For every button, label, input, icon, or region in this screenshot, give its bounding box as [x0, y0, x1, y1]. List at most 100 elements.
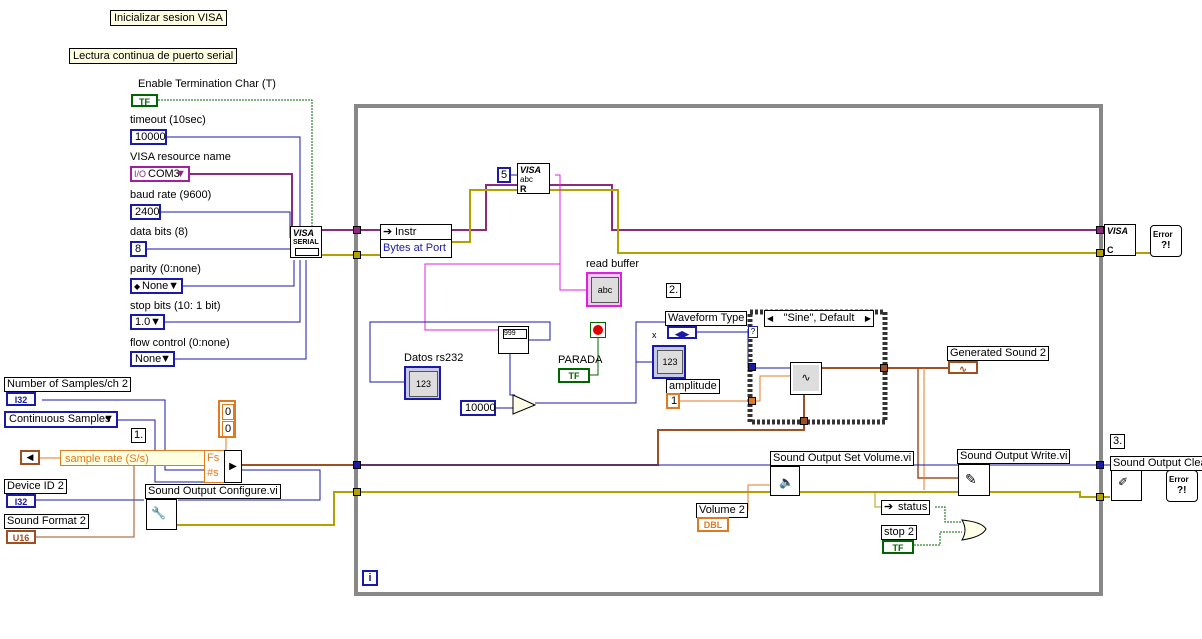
- property-node[interactable]: ➔ Instr Bytes at Port: [380, 224, 452, 258]
- while-loop-frame: [354, 104, 1103, 596]
- warning-icon: ?!: [1161, 240, 1171, 251]
- stopbits-control[interactable]: 1.0 ▼: [130, 314, 165, 330]
- case-tunnel-in: [748, 363, 756, 371]
- visa-icon: VISA: [520, 165, 542, 175]
- scan-from-string-node[interactable]: 999: [498, 326, 529, 354]
- datos-indicator[interactable]: 123: [404, 366, 441, 400]
- databits-label: data bits (8): [130, 226, 189, 238]
- mode-value: Continuous Samples: [9, 413, 111, 425]
- continuous-read-comment: Lectura continua de puerto serial: [69, 48, 238, 64]
- arrow-right-icon: ➔: [383, 226, 393, 238]
- error-tunnel-out: [1096, 249, 1104, 257]
- resource-control[interactable]: I/O COM3 ▼: [130, 166, 190, 182]
- stopbits-label: stop bits (10: 1 bit): [130, 300, 221, 312]
- sine-waveform-vi[interactable]: ∿: [790, 362, 822, 395]
- samples-terminal[interactable]: I32: [6, 392, 36, 406]
- zero-array-constant[interactable]: 0 0: [218, 400, 236, 438]
- flow-value: None: [135, 353, 162, 365]
- port-icon: [295, 248, 319, 256]
- visa-tunnel-out: [1096, 226, 1104, 234]
- increment-icon: ◆: [134, 282, 141, 291]
- parada-terminal[interactable]: TF: [558, 368, 590, 383]
- timeout-control[interactable]: 10000: [130, 129, 167, 145]
- abc-icon: abc: [520, 175, 533, 184]
- resource-value: COM3: [148, 168, 180, 180]
- waveform-type-terminal[interactable]: ◀▶: [667, 326, 697, 339]
- ns-label: #s: [207, 467, 219, 479]
- error-handler-vi-2[interactable]: Error ?!: [1166, 470, 1198, 502]
- error-handler-vi[interactable]: Error ?!: [1150, 225, 1182, 257]
- rate-label[interactable]: sample rate (S/s): [60, 450, 208, 466]
- threshold-constant[interactable]: 10000: [460, 400, 496, 416]
- chevron-right-icon[interactable]: ▶: [864, 314, 871, 323]
- amplitude-control[interactable]: 1: [666, 393, 680, 409]
- volume-terminal[interactable]: DBL: [697, 517, 729, 532]
- zero-constant-b: 0: [222, 421, 234, 437]
- timeout-label: timeout (10sec): [130, 114, 206, 126]
- set-volume-vi[interactable]: 🔈: [770, 466, 800, 496]
- stop2-label: stop 2: [881, 525, 917, 540]
- visa-icon: VISA: [1107, 226, 1129, 236]
- property-node-item: Bytes at Port: [383, 242, 446, 254]
- set-volume-label: Sound Output Set Volume.vi: [770, 451, 915, 466]
- flow-control[interactable]: None ▼: [130, 351, 175, 367]
- device-terminal[interactable]: I32: [6, 494, 36, 508]
- parity-value: None: [142, 280, 169, 292]
- volume-label: Volume 2: [696, 503, 748, 518]
- chevron-down-icon[interactable]: ▼: [150, 316, 161, 328]
- sound-clear-vi[interactable]: ✐: [1111, 470, 1142, 501]
- task-tunnel-out: [1096, 461, 1104, 469]
- databits-control[interactable]: 8: [130, 241, 147, 257]
- datos-type: 123: [409, 371, 438, 397]
- arrow-right-icon: ➔: [884, 501, 894, 513]
- visa-close-vi[interactable]: VISA C: [1104, 224, 1136, 256]
- zero-constant-a: 0: [222, 404, 234, 420]
- generated-sound-label: Generated Sound 2: [947, 346, 1050, 361]
- step-3-label: 3.: [1110, 434, 1126, 449]
- mode-control[interactable]: Continuous Samples ▼: [4, 411, 118, 428]
- chevron-down-icon[interactable]: ▼: [168, 280, 179, 292]
- task-tunnel-in: [353, 461, 361, 469]
- enable-term-terminal[interactable]: TF: [131, 94, 158, 107]
- read-buffer-label: read buffer: [586, 258, 640, 270]
- chevron-left-icon[interactable]: ◀: [767, 314, 774, 323]
- stop2-terminal[interactable]: TF: [882, 540, 914, 554]
- property-node-class: ➔ Instr: [381, 225, 451, 240]
- step-2-label: 2.: [666, 283, 682, 298]
- chevron-down-icon[interactable]: ▼: [160, 353, 171, 365]
- bytes-count-constant[interactable]: 5: [497, 167, 511, 183]
- waveform-type-label: Waveform Type: [665, 311, 748, 326]
- generated-sound-terminal[interactable]: ∿: [948, 361, 978, 374]
- read-buffer-indicator[interactable]: abc: [586, 272, 622, 307]
- error-tunnel-in: [353, 251, 361, 259]
- parity-control[interactable]: ◆ None ▼: [130, 278, 183, 294]
- datos-label: Datos rs232: [404, 352, 464, 364]
- speaker-icon: 🔈: [779, 475, 794, 489]
- scan-icon: 999: [503, 329, 527, 339]
- flow-label: flow control (0:none): [130, 337, 230, 349]
- sound-write-vi[interactable]: ✎: [958, 464, 990, 496]
- fs-bundle: Fs #s: [204, 450, 226, 483]
- sound-configure-vi[interactable]: 🔧: [146, 499, 177, 530]
- format-terminal[interactable]: U16: [6, 530, 36, 544]
- chevron-down-icon[interactable]: ▼: [175, 168, 186, 180]
- baud-control[interactable]: 2400: [130, 204, 161, 220]
- case-selector[interactable]: ◀ "Sine", Default ▶: [764, 310, 874, 327]
- chevron-down-icon[interactable]: ▼: [103, 413, 114, 425]
- samples-label: Number of Samples/ch 2: [4, 377, 132, 392]
- sine-wave-icon: ∿: [793, 365, 819, 391]
- visa-configure-serial-vi[interactable]: VISA SERIAL: [290, 226, 322, 258]
- parada-label: PARADA: [558, 354, 603, 366]
- x-label: x: [652, 330, 657, 340]
- status-unbundle: ➔ status: [881, 500, 931, 515]
- x-indicator[interactable]: 123: [652, 345, 686, 379]
- greater-than-node: [512, 394, 537, 415]
- amplitude-label: amplitude: [666, 379, 720, 394]
- eraser-icon: ✐: [1118, 475, 1129, 489]
- visa-read-vi[interactable]: VISA abc R: [517, 163, 550, 194]
- resource-label: VISA resource name: [130, 151, 231, 163]
- configure-label: Sound Output Configure.vi: [145, 484, 281, 499]
- visa-icon: VISA: [293, 228, 315, 238]
- fs-label: Fs: [207, 452, 220, 464]
